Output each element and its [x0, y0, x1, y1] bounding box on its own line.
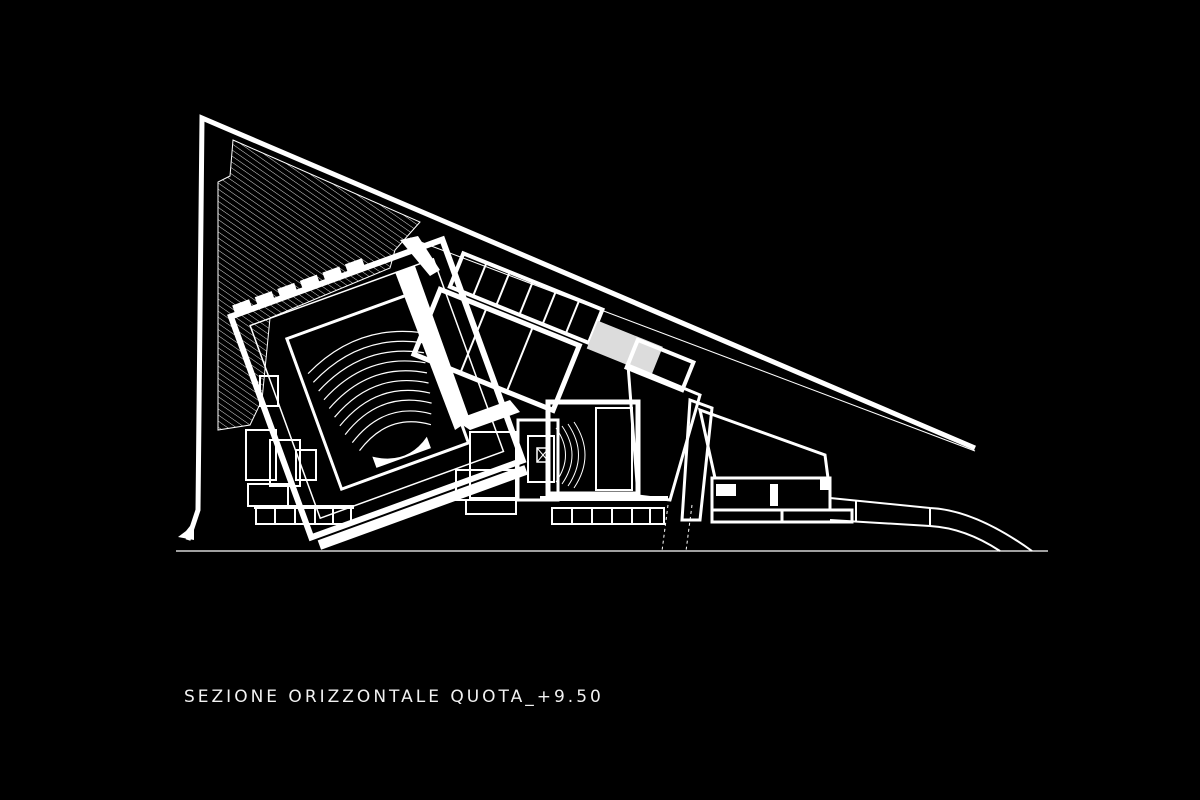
small-theatre: [516, 399, 641, 502]
right-court-block: [626, 362, 714, 522]
dashed-passage: [661, 504, 693, 552]
small-theatre-seats: [555, 421, 586, 489]
foyer-rooms: [455, 431, 517, 515]
left-wing-wall: [254, 505, 354, 509]
diagonal-annex: [623, 337, 697, 393]
plan-caption: SEZIONE ORIZZONTALE QUOTA_+9.50: [184, 687, 604, 707]
diagonal-inner-line: [409, 237, 976, 452]
auditorium-seating-rows: [307, 330, 432, 452]
main-auditorium: [227, 235, 528, 550]
lower-row-wall: [540, 496, 668, 501]
connecting-corridor: [395, 236, 520, 430]
east-wing-details: [716, 478, 830, 506]
ramp-extension: [829, 497, 1033, 552]
wall-base-detail: [178, 521, 194, 540]
lower-room-row: [551, 507, 665, 525]
